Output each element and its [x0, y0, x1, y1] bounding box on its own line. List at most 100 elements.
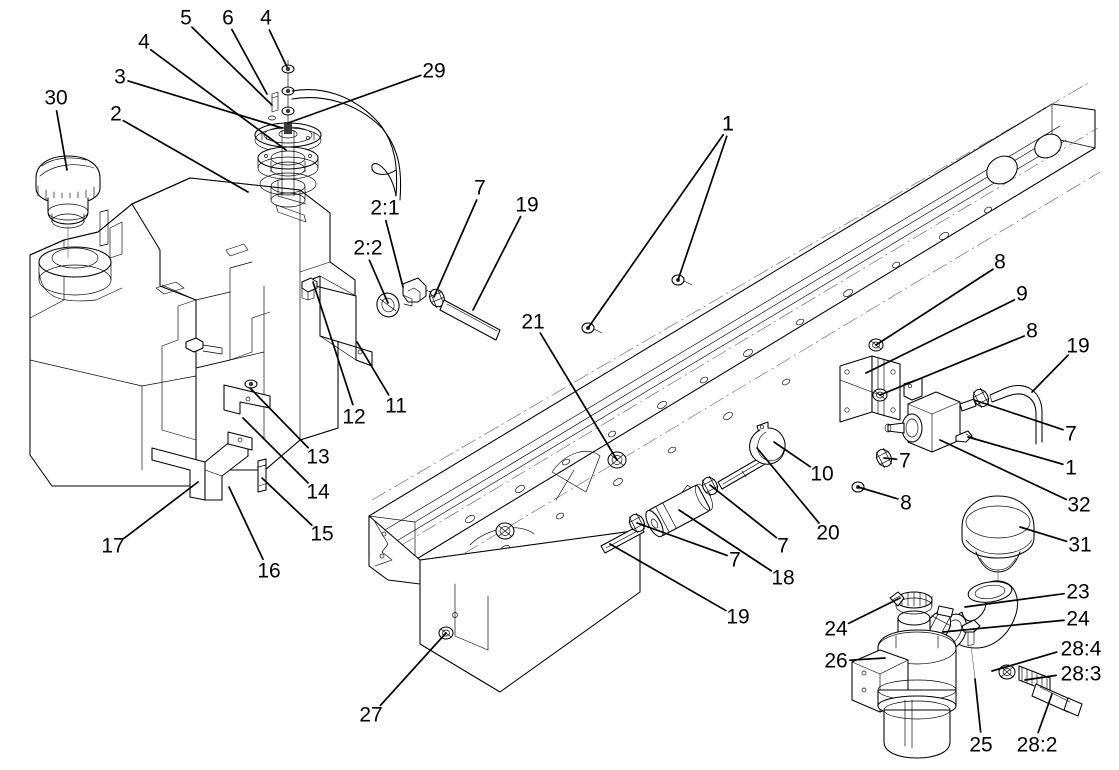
- callout-27: 27: [359, 703, 383, 727]
- fuel-tank-body: [29, 172, 356, 487]
- leader-line-2: [122, 119, 249, 193]
- callout-8: 8: [1026, 319, 1038, 343]
- callout-24: 24: [1066, 607, 1090, 631]
- callout-8: 8: [994, 250, 1006, 274]
- leader-line-31: [1019, 526, 1068, 543]
- fuel-cap: [35, 155, 101, 259]
- callout-2-1: 2:1: [370, 196, 400, 220]
- callout-19: 19: [1066, 334, 1090, 358]
- leader-line-20: [756, 447, 820, 524]
- leader-line-4: [149, 49, 287, 151]
- callout-9: 9: [1016, 282, 1028, 306]
- callout-15: 15: [310, 522, 334, 546]
- leader-line-7: [883, 457, 898, 461]
- leader-line-25: [974, 678, 982, 733]
- callout-7: 7: [474, 176, 486, 200]
- leader-line-8: [857, 486, 899, 500]
- callout-25: 25: [969, 733, 993, 757]
- callout-2: 2: [110, 102, 122, 126]
- callout-2-2: 2:2: [353, 236, 383, 260]
- leader-line-2-1: [385, 219, 404, 288]
- callout-31: 31: [1068, 533, 1092, 557]
- callout-1: 1: [1065, 456, 1077, 480]
- leader-line-11: [356, 341, 390, 396]
- chassis-frame-rail: [368, 81, 1101, 693]
- leader-line-18: [678, 509, 773, 572]
- callout-19: 19: [726, 605, 750, 629]
- callout-14: 14: [306, 480, 330, 504]
- callout-10: 10: [810, 462, 834, 486]
- callout-1: 1: [722, 112, 734, 136]
- leader-line-26: [849, 657, 886, 662]
- leader-line-8: [875, 268, 994, 346]
- callout-16: 16: [257, 559, 281, 583]
- leader-line-30: [55, 110, 68, 171]
- callout-24: 24: [824, 617, 848, 641]
- callout-32: 32: [1067, 493, 1091, 517]
- callout-13: 13: [306, 445, 330, 469]
- leader-line-28-2: [1037, 693, 1053, 734]
- callout-12: 12: [342, 405, 366, 429]
- leader-line-2-2: [368, 259, 389, 304]
- leader-line-29: [287, 74, 422, 124]
- tank-mount-hardware: [151, 275, 373, 501]
- callout-11: 11: [385, 394, 407, 418]
- callout-23: 23: [1066, 580, 1090, 604]
- tank-outlet-fitting: [376, 277, 501, 341]
- callout-leader-lines: [55, 26, 1069, 734]
- callout-6: 6: [222, 6, 234, 30]
- fuel-shutoff-solenoid: [884, 377, 1043, 453]
- callout-7: 7: [899, 449, 911, 473]
- callout-17: 17: [101, 534, 125, 558]
- air-cleaner-cap: [961, 495, 1035, 601]
- leader-line-10: [773, 441, 812, 468]
- leader-line-32: [939, 439, 1068, 501]
- leader-line-1: [677, 135, 728, 281]
- callout-29: 29: [422, 59, 446, 83]
- leader-line-21: [539, 332, 618, 461]
- callout-28-3: 28:3: [1060, 662, 1102, 686]
- leader-line-24: [942, 619, 1065, 633]
- leader-line-1: [587, 133, 725, 329]
- leader-line-3: [127, 80, 283, 129]
- callout-5: 5: [180, 6, 192, 30]
- leader-line-19: [472, 215, 522, 311]
- pump-mount-bracket: [839, 338, 901, 423]
- leader-line-7: [973, 399, 1064, 431]
- leader-line-7: [433, 199, 478, 298]
- leader-line-9: [865, 299, 1016, 374]
- leader-line-28-4: [991, 651, 1058, 672]
- leader-line-15: [261, 477, 313, 526]
- leader-line-7: [636, 522, 728, 557]
- callout-7: 7: [777, 534, 789, 558]
- leader-line-6: [231, 28, 268, 95]
- leader-line-17: [123, 481, 199, 540]
- callout-30: 30: [44, 86, 68, 110]
- leader-line-8: [879, 335, 1026, 396]
- leader-line-28-3: [1024, 674, 1057, 681]
- callout-4: 4: [138, 30, 150, 54]
- fuel-sender-assembly: [254, 59, 402, 201]
- callout-20: 20: [816, 521, 840, 545]
- leader-line-19: [609, 543, 727, 612]
- callout-7: 7: [1065, 422, 1077, 446]
- callout-3: 3: [114, 65, 126, 89]
- leader-line-27: [379, 632, 447, 707]
- callout-19: 19: [515, 193, 539, 217]
- leader-line-5: [191, 26, 273, 106]
- leader-line-23: [964, 592, 1065, 608]
- leader-line-13: [249, 387, 310, 449]
- callout-26: 26: [824, 649, 848, 673]
- callout-8: 8: [900, 491, 912, 515]
- callout-18: 18: [771, 566, 795, 590]
- callout-28-2: 28:2: [1016, 733, 1058, 757]
- electric-fuel-pump: [851, 591, 1083, 759]
- callout-1: 1: [722, 112, 734, 136]
- leader-line-19: [1031, 354, 1069, 393]
- leader-line-4: [268, 29, 288, 68]
- leader-line-1: [967, 436, 1064, 466]
- callout-28-4: 28:4: [1060, 637, 1102, 661]
- inline-fuel-filter-assembly: [600, 421, 893, 554]
